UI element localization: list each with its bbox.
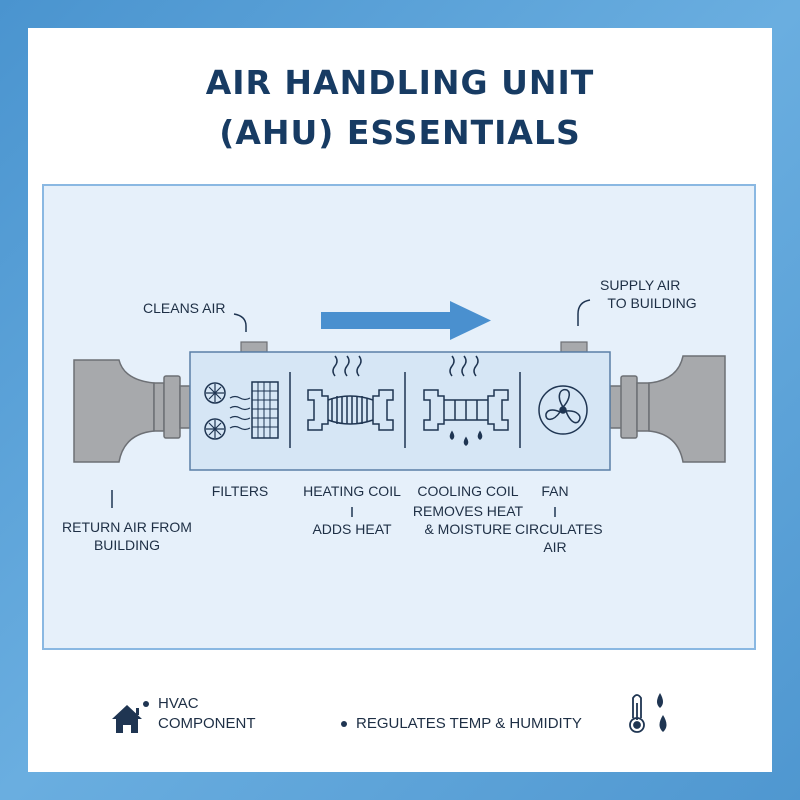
return-duct	[73, 359, 191, 463]
return-air-label-line-1: RETURN AIR FROM	[62, 519, 192, 535]
fan-icon	[538, 385, 588, 435]
ahu-housing	[189, 351, 611, 471]
heating-coil-label: HEATING COIL	[303, 483, 401, 499]
heating-coil-icon	[307, 355, 394, 431]
page-title-line-1: AIR HANDLING UNIT	[205, 63, 595, 102]
cleans-air-leader	[233, 313, 247, 332]
bullet-dot	[341, 721, 347, 727]
fan-desc-line-1: CIRCULATES	[515, 521, 603, 537]
cooling-coil-label: COOLING COIL	[417, 483, 519, 499]
filters-label: FILTERS	[211, 483, 269, 499]
filter-access-tab	[240, 341, 268, 353]
thermometer-icon	[629, 694, 645, 733]
legend-hvac-line-1: HVAC	[158, 695, 199, 712]
return-air-label-line-2: BUILDING	[93, 537, 161, 553]
supply-air-label-line-2: TO BUILDING	[607, 295, 697, 311]
fan-access-tab	[560, 341, 588, 353]
cooling-coil-icon	[423, 355, 509, 446]
cleans-air-label: CLEANS AIR	[143, 300, 226, 316]
house-icon	[112, 705, 142, 733]
water-drops-icon	[657, 693, 667, 732]
supply-duct	[609, 355, 726, 463]
fan-desc-line-2: AIR	[543, 539, 567, 555]
supply-air-label-line-1: SUPPLY AIR	[600, 277, 681, 293]
filter-icon	[204, 381, 279, 440]
airflow-arrow	[321, 301, 491, 340]
fan-label: FAN	[541, 483, 569, 499]
cooling-coil-desc-line-2: & MOISTURE	[424, 521, 512, 537]
supply-air-leader	[577, 299, 591, 326]
heating-coil-desc: ADDS HEAT	[312, 521, 392, 537]
legend-hvac-line-2: COMPONENT	[158, 715, 256, 732]
bullet-dot	[143, 701, 149, 707]
legend-regulates: REGULATES TEMP & HUMIDITY	[356, 715, 582, 732]
cooling-coil-desc-line-1: REMOVES HEAT	[412, 503, 524, 519]
page-title-line-2: (AHU) ESSENTIALS	[219, 113, 581, 152]
